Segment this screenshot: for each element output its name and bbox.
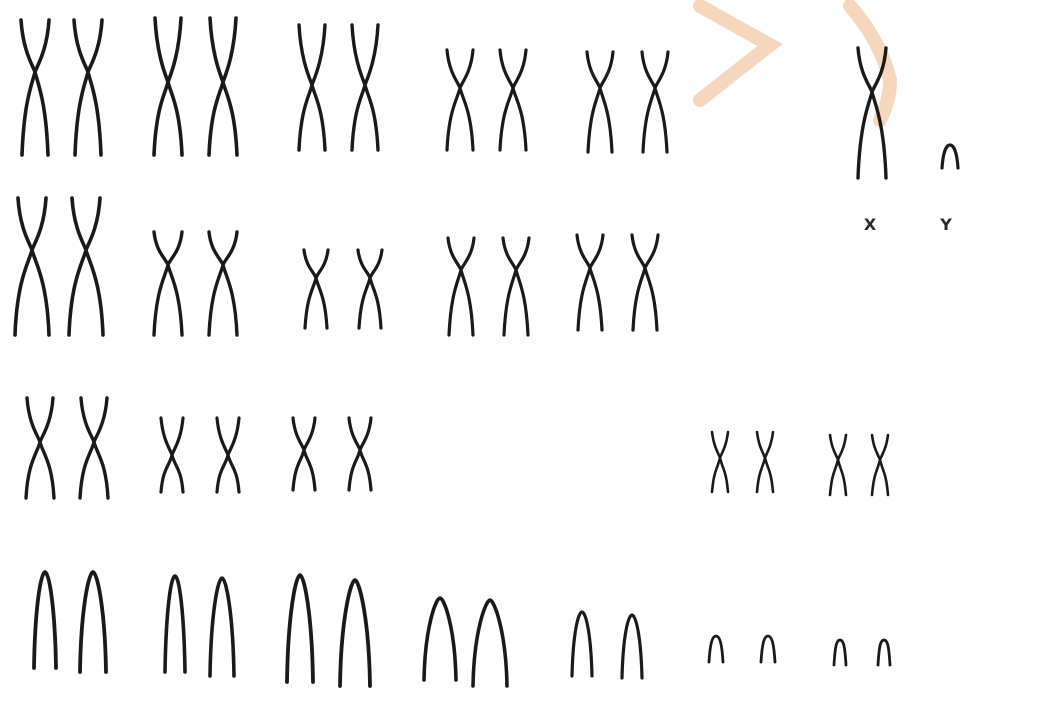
y-chromosome-label: Y	[939, 215, 952, 234]
x-chromosome-label: X	[864, 215, 877, 234]
